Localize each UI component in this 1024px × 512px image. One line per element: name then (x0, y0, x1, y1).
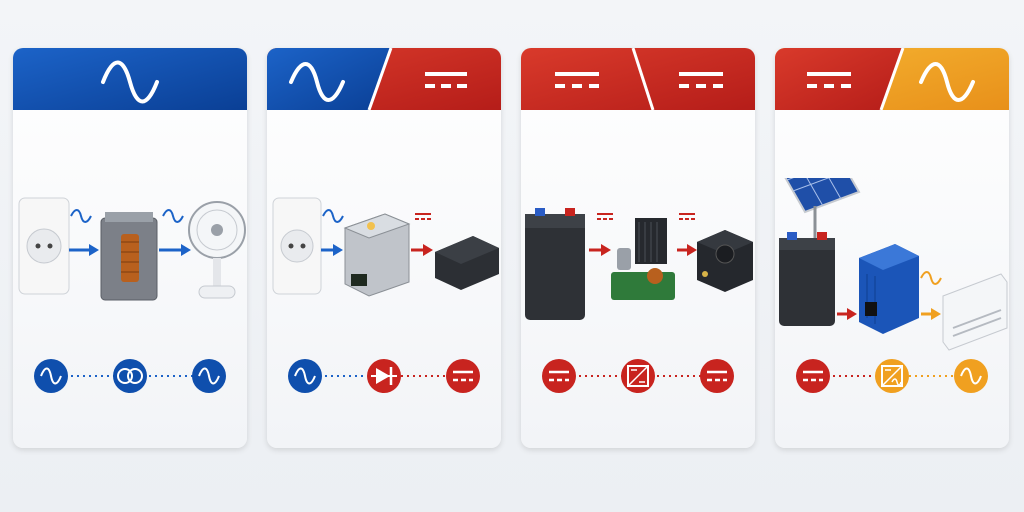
device-row (521, 178, 755, 378)
dc-symbol-icon (679, 72, 723, 88)
conversion-flow (521, 350, 755, 400)
dc-dc-converter-circle-icon (621, 359, 655, 393)
arrow-right-icon (321, 244, 343, 256)
arrow-right-icon (589, 244, 611, 256)
arrow-right-icon (677, 244, 697, 256)
header-ac-dc (267, 48, 501, 110)
panel-ac-to-ac (13, 48, 247, 448)
ac-circle-icon (288, 359, 322, 393)
battery-icon (779, 232, 835, 326)
ac-circle-icon (954, 359, 988, 393)
wall-outlet-icon (272, 197, 322, 295)
dc-symbol-small-icon (679, 213, 695, 220)
ac-wave-small-icon (162, 209, 184, 223)
router-box-icon (435, 236, 499, 290)
arrow-right-icon (837, 308, 857, 320)
device-row (13, 178, 247, 378)
rectifier-circle-icon (367, 359, 401, 393)
dc-symbol-small-icon (415, 213, 431, 220)
conversion-flow (267, 350, 501, 400)
ac-wave-small-icon (322, 209, 344, 223)
panel-dc-to-dc (521, 48, 755, 448)
header-ac (13, 48, 247, 110)
arrow-right-icon (69, 244, 99, 256)
conversion-flow (13, 350, 247, 400)
header-dc-dc (521, 48, 755, 110)
dc-symbol-small-icon (597, 213, 613, 220)
header-dc-ac (775, 48, 1009, 110)
air-conditioner-icon (942, 273, 1008, 351)
wall-outlet-icon (18, 197, 70, 295)
transformer-icon (100, 212, 158, 301)
dc-symbol-icon (807, 72, 851, 88)
battery-icon (525, 208, 585, 320)
inverter-circle-icon (875, 359, 909, 393)
ac-wave-small-icon (920, 271, 942, 285)
ac-wave-small-icon (70, 209, 92, 223)
transformer-circle-icon (113, 359, 147, 393)
dc-symbol-icon (555, 72, 599, 88)
arrow-right-icon (159, 244, 191, 256)
device-row (775, 148, 1009, 378)
conversion-flow (775, 350, 1009, 400)
device-row (267, 178, 501, 378)
ac-wave-icon (919, 62, 975, 102)
ac-circle-icon (34, 359, 68, 393)
dc-circle-icon (796, 359, 830, 393)
arrow-right-icon (411, 244, 433, 256)
arrow-right-icon (921, 308, 941, 320)
panel-ac-to-dc (267, 48, 501, 448)
panel-dc-to-ac (775, 48, 1009, 448)
solar-panel-icon (779, 148, 861, 238)
ac-circle-icon (192, 359, 226, 393)
dc-circle-icon (700, 359, 734, 393)
inverter-icon (859, 244, 919, 334)
dc-symbol-icon (425, 72, 467, 88)
ac-wave-icon (101, 60, 159, 104)
ac-wave-icon (289, 62, 345, 102)
dc-circle-icon (542, 359, 576, 393)
power-supply-icon (343, 213, 411, 297)
circuit-board-icon (697, 230, 753, 292)
dc-circle-icon (446, 359, 480, 393)
desk-fan-icon (188, 201, 246, 299)
buck-converter-icon (611, 218, 675, 300)
